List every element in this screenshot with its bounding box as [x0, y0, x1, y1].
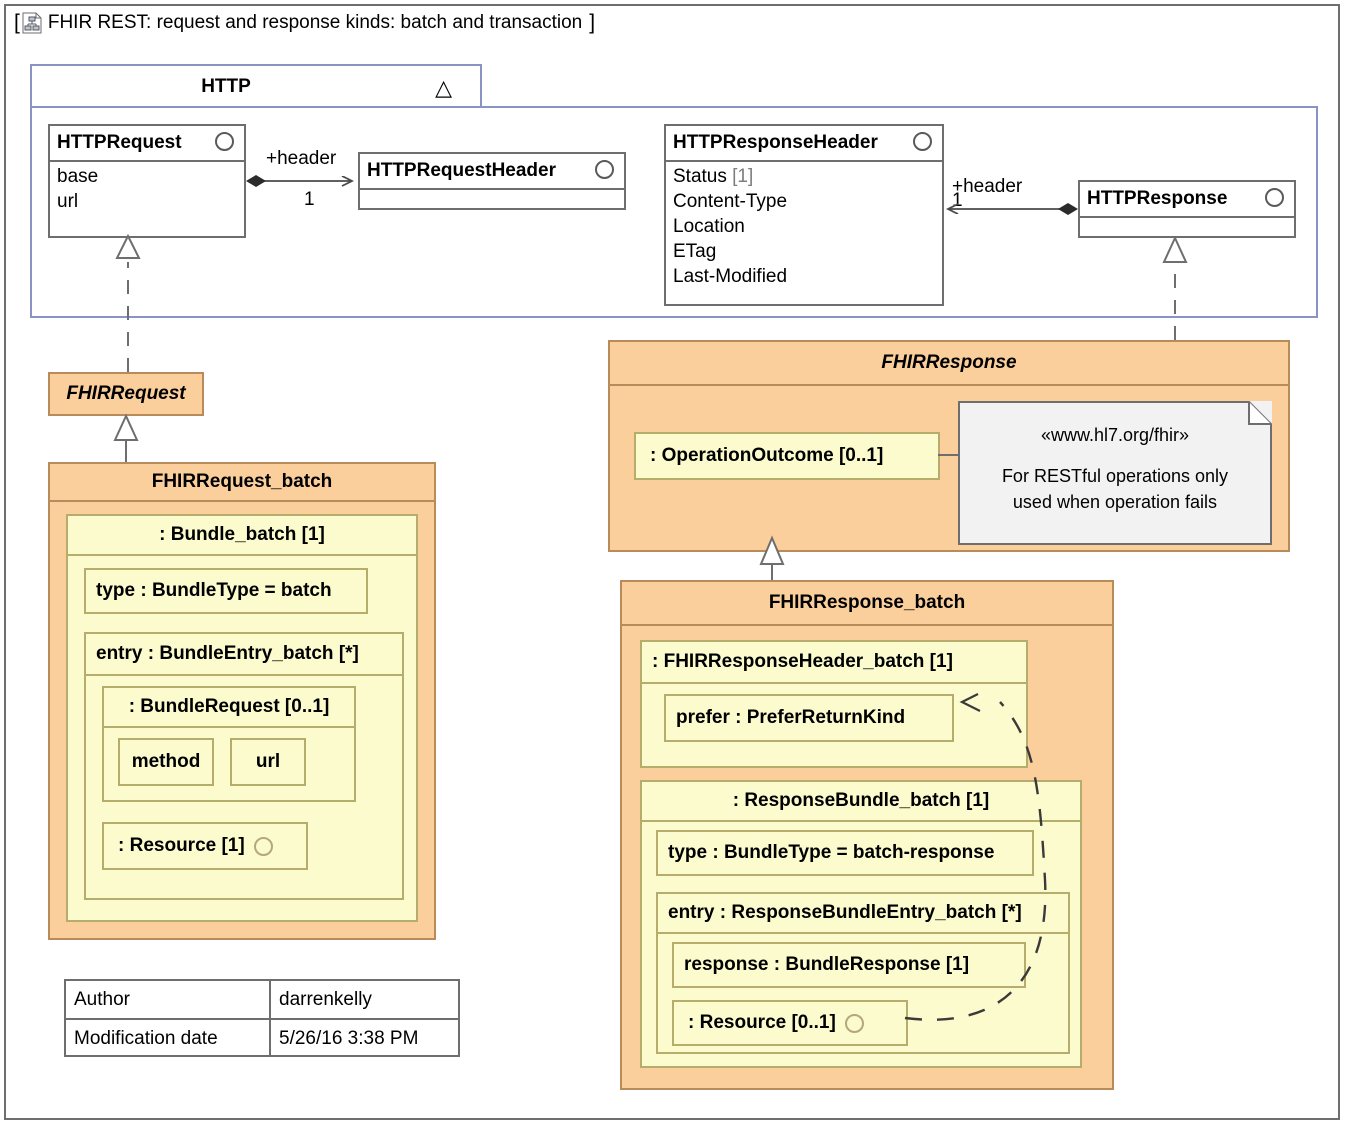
part-entry-label: entry : BundleEntry_batch [*] [96, 643, 359, 664]
class-http-request-header[interactable]: HTTPRequestHeader [358, 152, 626, 210]
class-diagram-icon [22, 12, 42, 34]
part-fhir-response-header-batch-label: : FHIRResponseHeader_batch [1] [652, 651, 953, 672]
part-prefer[interactable]: prefer : PreferReturnKind [664, 694, 954, 742]
part-type-batch-response-label: type : BundleType = batch-response [668, 842, 995, 863]
table-cell-key-modification-date: Modification date [66, 1020, 271, 1057]
table-row: Author darrenkelly [66, 981, 458, 1020]
table-cell-value-author: darrenkelly [279, 988, 372, 1010]
part-type-batch[interactable]: type : BundleType = batch [84, 568, 368, 614]
part-response-label: response : BundleResponse [1] [684, 954, 970, 975]
part-entry-response-label: entry : ResponseBundleEntry_batch [*] [668, 902, 1022, 923]
attribute-status: Status [1] [666, 164, 942, 189]
provided-interface-icon [844, 1013, 864, 1033]
provided-interface-icon [253, 836, 273, 856]
attribute-etag: ETag [673, 241, 717, 262]
note-stereotype: «www.hl7.org/fhir» [1040, 425, 1190, 445]
part-bundle-batch-label: : Bundle_batch [1] [159, 524, 325, 545]
attribute-content-type: Content-Type [673, 191, 788, 212]
part-bundle-request-label: : BundleRequest [0..1] [128, 696, 330, 717]
part-type-batch-label: type : BundleType = batch [96, 580, 332, 601]
attribute-last-modified: Last-Modified [673, 266, 788, 287]
table-cell-key-author: Author [66, 981, 271, 1018]
part-resource-request[interactable]: : Resource [1] [102, 822, 308, 870]
part-fhir-response-header-batch[interactable]: : FHIRResponseHeader_batch [1] prefer : … [640, 640, 1028, 768]
attribute-status-text: Status [673, 166, 727, 187]
part-operation-outcome[interactable]: : OperationOutcome [0..1] [634, 432, 940, 480]
part-method[interactable]: method [118, 738, 214, 786]
part-resource-request-label: : Resource [1] [118, 835, 245, 856]
attribute-base: base [57, 166, 99, 187]
class-http-response-header-name: HTTPResponseHeader [673, 132, 878, 153]
class-fhir-request-name: FHIRRequest [66, 383, 186, 404]
diagram-title: FHIR REST: request and response kinds: b… [47, 12, 583, 33]
class-fhir-response-batch[interactable]: FHIRResponse_batch : FHIRResponseHeader_… [620, 580, 1114, 1090]
edge-label-response-header-mult: 1 [952, 190, 963, 211]
part-response-bundle-response[interactable]: response : BundleResponse [1] [672, 942, 1026, 988]
provided-interface-icon [215, 132, 234, 151]
part-resource-response[interactable]: : Resource [0..1] [672, 1000, 908, 1046]
part-url[interactable]: url [230, 738, 306, 786]
part-bundle-batch[interactable]: : Bundle_batch [1] type : BundleType = b… [66, 514, 418, 922]
bracket-close: ] [589, 11, 596, 34]
class-http-request-header-name: HTTPRequestHeader [367, 160, 556, 181]
note-line-1: For RESTful operations only [1001, 466, 1229, 486]
package-tab-http: HTTP △ [30, 64, 482, 108]
class-fhir-request-batch-name: FHIRRequest_batch [151, 471, 333, 492]
part-entry-bundleentry-batch[interactable]: entry : BundleEntry_batch [*] : BundleRe… [84, 632, 404, 900]
attribute-status-mult: [1] [732, 166, 754, 187]
provided-interface-icon [595, 160, 614, 179]
diagram-title-tab: [ FHIR REST: request and response kinds:… [6, 6, 607, 40]
edge-label-request-header-role: +header [266, 148, 337, 169]
class-http-response[interactable]: HTTPResponse [1078, 180, 1296, 238]
package-name: HTTP [201, 76, 251, 97]
part-url-label: url [255, 751, 281, 772]
part-operation-outcome-label: : OperationOutcome [0..1] [650, 445, 884, 466]
attribute-location: Location [673, 216, 745, 237]
part-method-label: method [131, 751, 201, 772]
table-row: Modification date 5/26/16 3:38 PM [66, 1020, 458, 1057]
attribute-url: url [57, 191, 79, 212]
part-type-batch-response[interactable]: type : BundleType = batch-response [656, 830, 1034, 876]
edge-label-response-header-role: +header [952, 176, 1023, 197]
provided-interface-icon [913, 132, 932, 151]
part-bundle-request[interactable]: : BundleRequest [0..1] method url [102, 686, 356, 802]
note-hl7-reference: «www.hl7.org/fhir» For RESTful operation… [958, 401, 1272, 545]
class-http-response-header[interactable]: HTTPResponseHeader Status [1] Content-Ty… [664, 124, 944, 306]
class-fhir-request-batch[interactable]: FHIRRequest_batch : Bundle_batch [1] typ… [48, 462, 436, 940]
class-http-response-name: HTTPResponse [1087, 188, 1228, 209]
bracket-open: [ [14, 11, 20, 34]
package-collapse-icon[interactable]: △ [435, 75, 452, 100]
class-fhir-response-batch-name: FHIRResponse_batch [768, 592, 966, 613]
class-http-request[interactable]: HTTPRequest base url [48, 124, 246, 238]
metadata-table: Author darrenkelly Modification date 5/2… [64, 979, 460, 1057]
class-fhir-response-name: FHIRResponse [881, 352, 1017, 373]
part-response-bundle-batch-label: : ResponseBundle_batch [1] [732, 790, 990, 811]
part-prefer-label: prefer : PreferReturnKind [676, 707, 906, 728]
part-entry-response-bundle-entry-batch[interactable]: entry : ResponseBundleEntry_batch [*] re… [656, 892, 1070, 1054]
note-line-2: used when operation fails [1012, 492, 1218, 512]
provided-interface-icon [1265, 188, 1284, 207]
part-response-bundle-batch[interactable]: : ResponseBundle_batch [1] type : Bundle… [640, 780, 1082, 1068]
class-fhir-request[interactable]: FHIRRequest [48, 372, 204, 416]
edge-label-request-header-mult: 1 [304, 189, 315, 210]
part-resource-response-label: : Resource [0..1] [688, 1012, 836, 1033]
class-http-request-name: HTTPRequest [57, 132, 182, 153]
table-cell-value-modification-date: 5/26/16 3:38 PM [279, 1027, 419, 1049]
